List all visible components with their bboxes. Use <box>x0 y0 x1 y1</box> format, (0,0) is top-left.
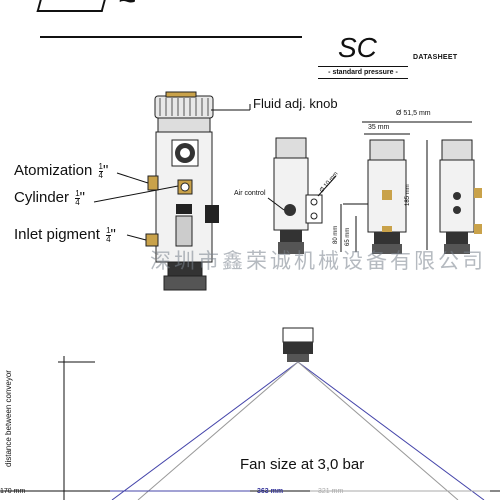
fan-inner-left <box>137 361 299 500</box>
fan-inner-right <box>297 361 459 500</box>
dim-width-body: 35 mm <box>368 124 390 131</box>
spray-gun-main <box>93 91 251 291</box>
dim-width-total: Ø 51,5 mm <box>396 110 431 117</box>
fan-outer-left <box>111 361 299 500</box>
cylinder-text: Cylinder <box>14 189 70 206</box>
header-rule <box>40 36 302 38</box>
fluid-knob-label: Fluid adj. knob <box>253 96 338 111</box>
fan-diagram <box>0 327 500 500</box>
datasheet-label: DATASHEET <box>413 54 458 61</box>
gun-rear-view <box>362 121 482 254</box>
fan-width-outer: 363 mm <box>257 488 284 495</box>
nozzle <box>163 275 207 291</box>
conveyor-distance-value: 170 mm <box>0 488 26 495</box>
atomization-text: Atomization <box>14 162 93 179</box>
dim-height-total: 185 mm <box>405 184 411 206</box>
dim-80: 80 mm <box>333 225 339 244</box>
watermark-text: 深圳市鑫荣诚机械设备有限公司 <box>150 249 486 273</box>
dim-65: 65 mm <box>345 227 351 246</box>
air-control-knob <box>205 205 219 223</box>
inlet-text: Inlet pigment <box>14 226 100 243</box>
gun-front-view <box>340 133 410 254</box>
atomization-port <box>147 175 159 191</box>
brand-logo-wordmark: ~ <box>118 0 138 17</box>
model-subtitle: - standard pressure - <box>328 69 398 76</box>
fan-width-inner: 321 mm <box>318 488 344 495</box>
subtitle-rule <box>318 78 408 79</box>
mounting-bracket <box>305 194 323 224</box>
cylinder-unit: " <box>79 189 85 206</box>
fan-outer-right <box>297 361 485 500</box>
conveyor-distance-label: distance between conveyor <box>3 370 13 467</box>
air-control-label: Air control <box>234 190 266 197</box>
model-rule <box>318 66 408 67</box>
model-name: SC <box>338 32 377 63</box>
inlet-unit: " <box>110 226 116 243</box>
fan-size-title: Fan size at 3,0 bar <box>240 456 365 473</box>
atomization-unit: " <box>103 162 109 179</box>
gun-side-view <box>267 137 337 254</box>
